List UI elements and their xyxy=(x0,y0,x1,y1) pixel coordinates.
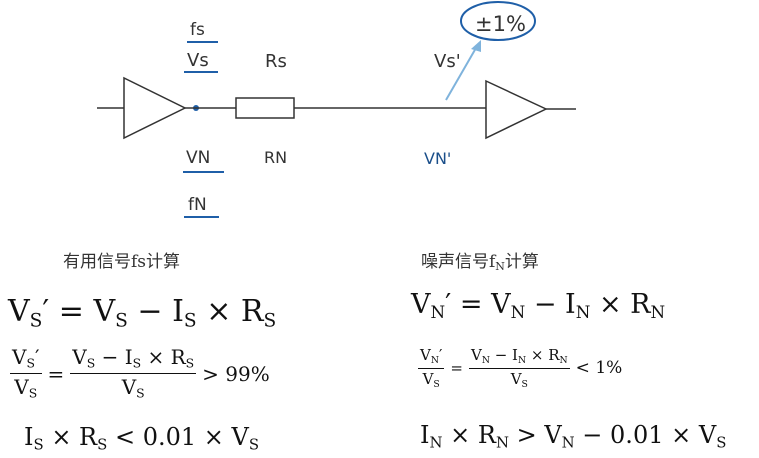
noise-caption-suffix: 计算 xyxy=(504,252,539,272)
equation-term: − 0.01 × V xyxy=(574,421,717,449)
equation-term: V xyxy=(411,289,431,320)
equation-term: = xyxy=(450,359,463,378)
rn-label: RN xyxy=(264,148,287,167)
equation-term: N xyxy=(430,354,439,366)
noise-caption-prefix: 噪声信号f xyxy=(421,252,496,272)
left-eq3: IS × RS < 0.01 × VS xyxy=(24,425,259,452)
equation-term: S xyxy=(263,310,277,332)
equation-term: S xyxy=(33,435,44,454)
tolerance-circle xyxy=(460,1,536,41)
equation-term: V xyxy=(8,294,30,329)
equation-term: N xyxy=(430,302,446,323)
equation-term: I xyxy=(24,423,34,451)
tolerance-arrowhead xyxy=(471,40,481,52)
receiver-amplifier xyxy=(485,79,548,140)
equation-term: S xyxy=(248,435,260,454)
right-ratio-fraction: VN′ VS xyxy=(418,346,445,390)
equation-term: S xyxy=(26,355,35,371)
equation-term: V xyxy=(510,370,522,389)
equation-term: S xyxy=(183,310,197,332)
vs-label: Vs xyxy=(187,50,209,71)
equation-term: S xyxy=(86,355,96,371)
equation-term: = V xyxy=(451,289,511,320)
rs-label: Rs xyxy=(265,51,287,72)
equation-term: V xyxy=(12,345,27,369)
equation-term: S xyxy=(29,310,43,332)
useful-signal-caption: 有用信号fs计算 xyxy=(63,252,181,272)
equation-term: N xyxy=(559,354,568,366)
equation-term: N xyxy=(510,302,526,323)
left-eq1: VS′ = VS − IS × RS xyxy=(8,297,276,331)
equation-term: − I xyxy=(95,345,133,369)
equation-term: S xyxy=(132,355,142,371)
right-eq2: VN′ VS = VN − IN × RN VS < 1% xyxy=(418,348,628,389)
right-expanded-fraction: VN − IN × RN VS xyxy=(468,346,570,390)
equation-term: N xyxy=(650,302,666,323)
equation-term: × R xyxy=(141,345,186,369)
left-ratio-fraction: VS′ VS xyxy=(10,347,42,400)
left-expanded-fraction: VS − IS × RS VS xyxy=(70,345,197,401)
right-eq3: IN × RN > VN − 0.01 × VS xyxy=(420,423,726,450)
tolerance-label: ±1% xyxy=(475,12,526,36)
noise-caption-sub: N xyxy=(495,260,505,273)
equation-term: N xyxy=(575,302,591,323)
vs-prime-label: Vs' xyxy=(434,51,461,72)
equation-term: − I xyxy=(489,346,518,364)
equation-term: = V xyxy=(49,294,116,329)
equation-term: × R xyxy=(526,346,560,364)
equation-term: × R xyxy=(590,289,651,320)
equation-term: N xyxy=(429,433,443,452)
equation-term: V xyxy=(422,370,434,389)
equation-term: S xyxy=(97,435,108,454)
equation-term: S xyxy=(521,378,528,390)
equation-term: N xyxy=(561,433,575,452)
equation-term: S xyxy=(716,433,727,452)
equation-term: ′ xyxy=(445,289,452,320)
equation-term: V xyxy=(14,375,29,400)
circuit-diagram: ±1% fs Vs Rs Vs' VN RN VN' fN xyxy=(97,1,576,218)
equation-term: V xyxy=(470,346,482,364)
equation-term: = xyxy=(47,361,65,386)
equation-term: < 1% xyxy=(575,358,623,379)
equation-term: V xyxy=(72,345,87,369)
fn-label: fN xyxy=(188,195,207,215)
series-resistor xyxy=(235,97,295,119)
equation-term: I xyxy=(420,421,430,449)
equation-term: × R xyxy=(196,294,264,329)
equation-term: N xyxy=(517,354,527,366)
vn-label: VN xyxy=(186,148,210,168)
fs-label: fs xyxy=(190,20,205,40)
equation-term: N xyxy=(481,354,490,366)
tolerance-arrow xyxy=(445,47,477,101)
equation-term: ′ xyxy=(42,294,50,329)
equation-term: V xyxy=(121,375,137,400)
equation-term: < 0.01 × V xyxy=(107,423,249,451)
noise-signal-caption: 噪声信号fN计算 xyxy=(421,247,539,273)
equation-term: S xyxy=(115,310,128,332)
equation-term: ′ xyxy=(34,345,40,369)
equation-term: − I xyxy=(525,289,576,320)
equation-term: ′ xyxy=(438,346,443,364)
driver-amplifier xyxy=(123,76,187,140)
right-eq1: VN′ = VN − IN × RN xyxy=(411,291,665,321)
equation-term: S xyxy=(136,385,145,401)
left-eq2: VS′ VS = VS − IS × RS VS > 99% xyxy=(10,347,276,400)
equation-term: > V xyxy=(508,421,562,449)
vn-prime-label: VN' xyxy=(424,149,451,168)
equation-term: × R xyxy=(442,421,496,449)
equation-term: − I xyxy=(127,294,184,329)
equation-term: × R xyxy=(43,423,98,451)
equation-term: > 99% xyxy=(202,361,270,386)
equation-term: S xyxy=(433,378,440,390)
equation-term: N xyxy=(495,433,509,452)
equation-term: S xyxy=(185,355,195,371)
equation-term: V xyxy=(420,346,431,364)
equation-term: S xyxy=(28,385,38,401)
